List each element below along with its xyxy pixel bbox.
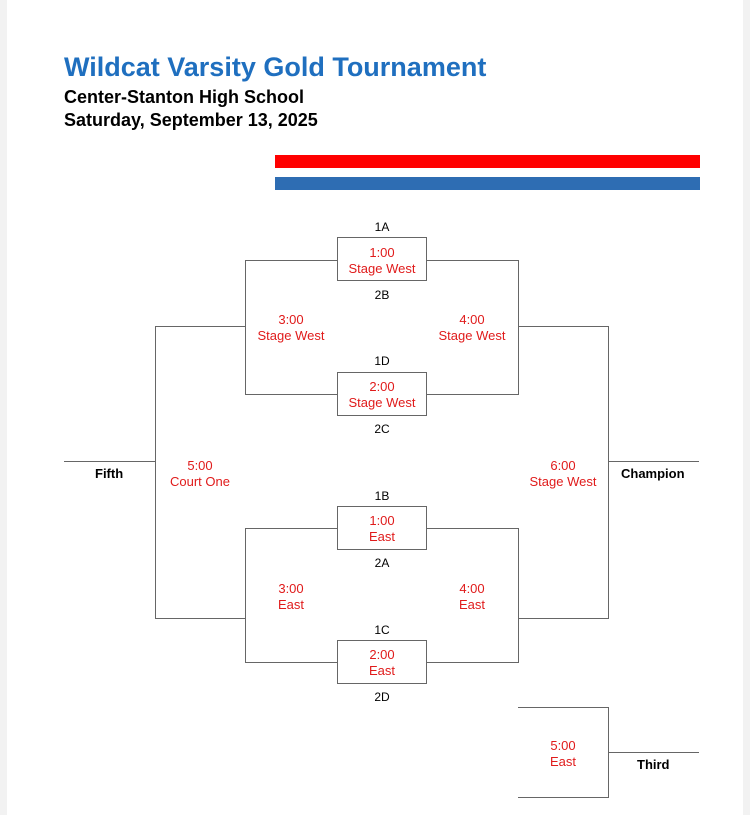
connector bbox=[245, 260, 337, 261]
connector bbox=[427, 662, 518, 663]
game-court: East bbox=[368, 529, 395, 544]
connector bbox=[518, 797, 609, 798]
bracket-page: Wildcat Varsity Gold Tournament Center-S… bbox=[7, 0, 743, 815]
connector bbox=[245, 528, 337, 529]
seed-label: 2D bbox=[374, 690, 390, 704]
game-time: 4:00 bbox=[459, 581, 485, 596]
game-1: 1:00 Stage West bbox=[332, 245, 432, 277]
connector bbox=[518, 326, 609, 327]
game-4: 4:00 Stage West bbox=[422, 312, 522, 344]
seed-label: 1B bbox=[374, 489, 390, 503]
red-stripe bbox=[275, 155, 700, 168]
seed-label: 1D bbox=[374, 354, 390, 368]
game-6: 2:00 East bbox=[332, 647, 432, 679]
game-court: Stage West bbox=[529, 474, 597, 489]
game-time: 4:00 bbox=[459, 312, 485, 327]
game-5: 1:00 East bbox=[332, 513, 432, 545]
connector bbox=[155, 618, 245, 619]
game-box bbox=[337, 640, 427, 684]
game-time: 1:00 bbox=[369, 513, 395, 528]
fifth-label: Fifth bbox=[95, 466, 124, 481]
game-7: 3:00 East bbox=[241, 581, 341, 613]
school-name: Center-Stanton High School bbox=[64, 87, 304, 107]
game-fifth: 5:00 Court One bbox=[150, 458, 250, 490]
game-third: 5:00 East bbox=[513, 738, 613, 770]
game-time: 6:00 bbox=[550, 458, 576, 473]
connector bbox=[245, 394, 337, 395]
game-court: East bbox=[458, 597, 485, 612]
game-time: 2:00 bbox=[369, 647, 395, 662]
seed-label: 1A bbox=[374, 220, 390, 234]
third-line bbox=[608, 752, 699, 753]
game-court: Stage West bbox=[348, 261, 416, 276]
blue-stripe bbox=[275, 177, 700, 190]
game-court: Court One bbox=[170, 474, 230, 489]
game-court: Stage West bbox=[257, 328, 325, 343]
game-time: 5:00 bbox=[187, 458, 213, 473]
connector bbox=[245, 528, 246, 663]
connector bbox=[518, 618, 609, 619]
game-court: Stage West bbox=[348, 395, 416, 410]
third-label: Third bbox=[637, 757, 670, 772]
seed-label: 2A bbox=[374, 556, 390, 570]
connector bbox=[427, 528, 518, 529]
game-box bbox=[337, 237, 427, 281]
connector bbox=[155, 326, 245, 327]
connector bbox=[245, 662, 337, 663]
seed-label: 2C bbox=[374, 422, 390, 436]
connector bbox=[155, 326, 156, 619]
game-time: 1:00 bbox=[369, 245, 395, 260]
game-box bbox=[337, 372, 427, 416]
connector bbox=[608, 326, 609, 619]
game-time: 3:00 bbox=[278, 312, 304, 327]
event-date: Saturday, September 13, 2025 bbox=[64, 110, 318, 130]
connector bbox=[518, 707, 609, 708]
game-court: Stage West bbox=[438, 328, 506, 343]
seed-label: 2B bbox=[374, 288, 390, 302]
game-box bbox=[337, 506, 427, 550]
game-3: 3:00 Stage West bbox=[241, 312, 341, 344]
game-time: 3:00 bbox=[278, 581, 304, 596]
game-court: East bbox=[277, 597, 304, 612]
game-time: 2:00 bbox=[369, 379, 395, 394]
connector bbox=[427, 260, 518, 261]
game-time: 5:00 bbox=[550, 738, 576, 753]
connector bbox=[245, 260, 246, 395]
game-court: East bbox=[368, 663, 395, 678]
connector bbox=[518, 260, 519, 395]
game-court: East bbox=[549, 754, 576, 769]
game-championship: 6:00 Stage West bbox=[513, 458, 613, 490]
tournament-title: Wildcat Varsity Gold Tournament bbox=[64, 52, 487, 82]
connector bbox=[427, 394, 518, 395]
connector bbox=[518, 528, 519, 663]
seed-label: 1C bbox=[374, 623, 390, 637]
champion-label: Champion bbox=[621, 466, 685, 481]
fifth-line bbox=[64, 461, 155, 462]
game-8: 4:00 East bbox=[422, 581, 522, 613]
game-2: 2:00 Stage West bbox=[332, 379, 432, 411]
champion-line bbox=[608, 461, 699, 462]
